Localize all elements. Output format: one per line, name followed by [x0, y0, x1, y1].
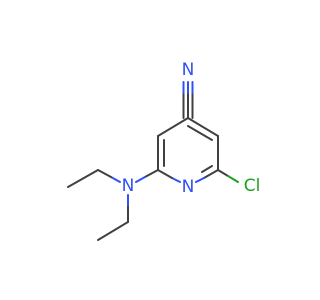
ring-bond-c3-c4 — [157, 117, 189, 137]
ring-nitrogen-label: N — [182, 177, 195, 197]
ring-bond-c6-n1-n — [195, 177, 205, 183]
ring-bond-n1-c2 — [157, 169, 173, 179]
chlorine-label: Cl — [244, 176, 261, 196]
nitrile-group: N — [182, 60, 195, 119]
bond-c6-cl-cl — [227, 175, 239, 183]
pyridine-ring: N — [157, 117, 219, 197]
diethylamino-substituent: N — [67, 169, 159, 241]
bond-c2-amine-n — [135, 176, 146, 183]
ring-bond-c6-n1-inner — [201, 165, 213, 173]
bond-c2-amine — [144, 169, 159, 178]
molecule-structure: N N Cl N — [67, 60, 261, 241]
ring-bond-n1-c2-n — [171, 177, 181, 183]
amine-nitrogen-label: N — [122, 176, 135, 196]
nitrile-nitrogen-label: N — [182, 60, 195, 80]
ring-bond-c4-c5 — [187, 117, 219, 137]
ring-bond-c6-n1 — [203, 169, 219, 179]
bond-amine-upper-ethyl — [97, 169, 112, 178]
bond-amine-upper-ethyl-n — [110, 176, 121, 183]
chloro-substituent: Cl — [217, 169, 261, 196]
bond-upper-ethyl-ch3 — [67, 169, 99, 188]
bond-c6-cl — [217, 169, 229, 177]
bond-lower-ethyl-ch3 — [97, 221, 129, 241]
ring-bond-c4-c5-inner — [187, 125, 213, 141]
